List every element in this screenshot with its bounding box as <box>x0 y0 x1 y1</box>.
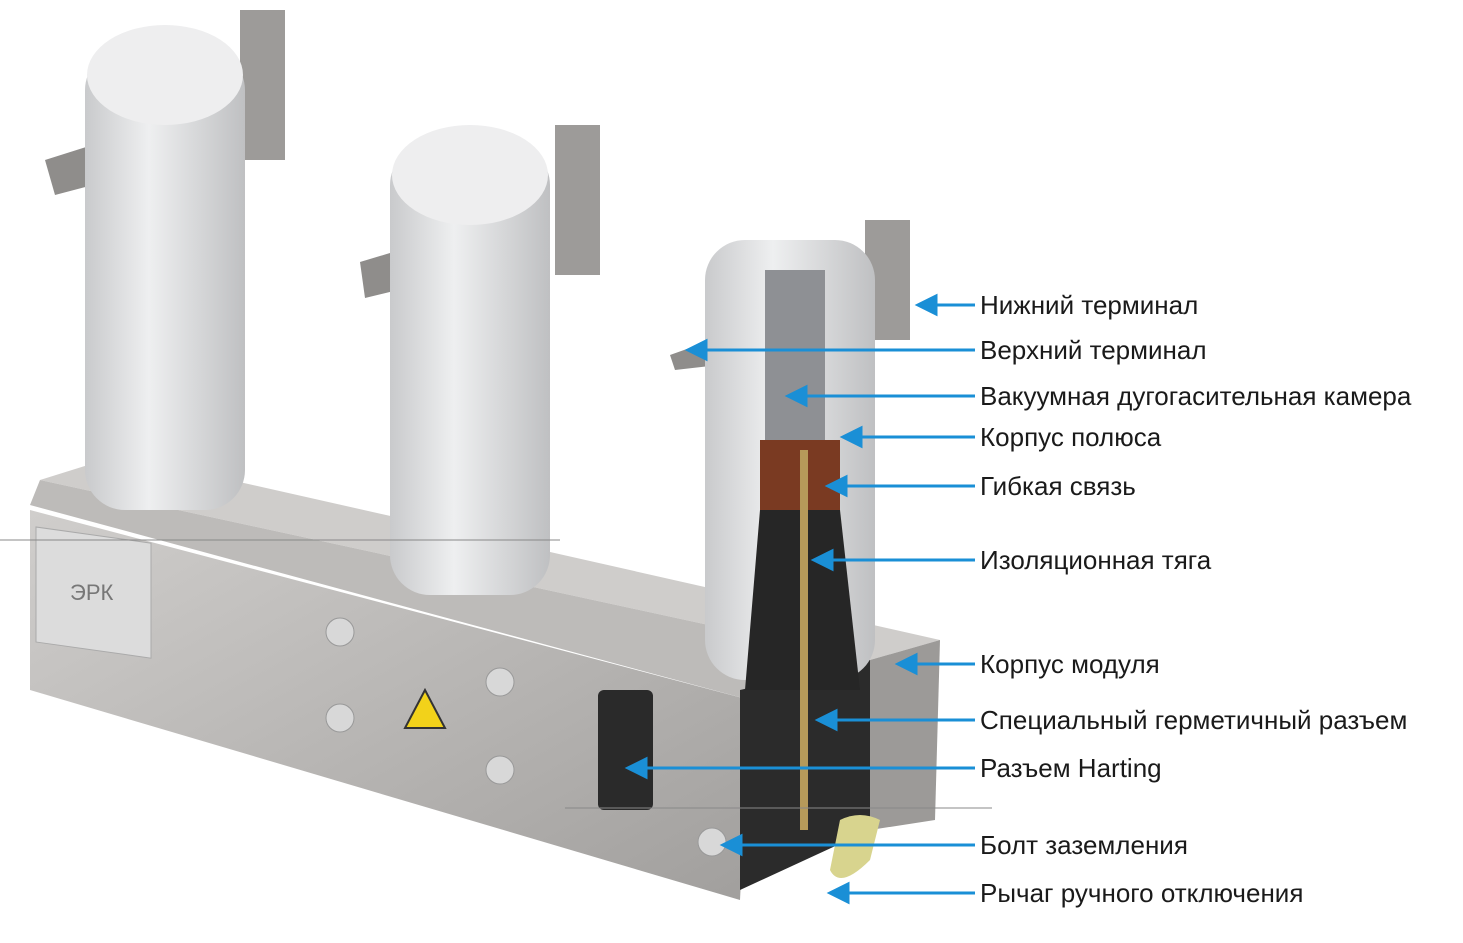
grounding-bolt-shape <box>697 827 727 857</box>
callout-arrows <box>624 293 975 905</box>
pole-2 <box>360 125 600 595</box>
label-grounding-bolt: Болт заземления <box>980 830 1188 860</box>
arrow-insulating-rod <box>810 548 975 572</box>
arrow-manual-trip-lever <box>826 881 975 905</box>
arrow-vacuum-interrupter <box>784 384 975 408</box>
arrow-sealed-connector <box>814 708 975 732</box>
label-sealed-connector: Специальный герметичный разъем <box>980 705 1408 735</box>
arrow-harting-connector <box>624 756 975 780</box>
harting-connector-shape <box>598 690 653 810</box>
pole-1 <box>45 10 285 510</box>
arrow-lower-terminal <box>914 293 975 317</box>
arrow-pole-housing <box>839 425 975 449</box>
arrow-upper-terminal <box>684 338 975 362</box>
label-flexible-connector: Гибкая связь <box>980 471 1136 501</box>
high-voltage-warning-icon <box>403 687 447 729</box>
label-module-housing: Корпус модуля <box>980 649 1160 679</box>
label-pole-housing: Корпус полюса <box>980 422 1162 452</box>
label-insulating-rod: Изоляционная тяга <box>980 545 1212 575</box>
arrow-flexible-connector <box>824 474 975 498</box>
label-manual-trip-lever: Рычаг ручного отключения <box>980 878 1304 908</box>
label-harting-connector: Разъем Harting <box>980 753 1162 783</box>
label-upper-terminal: Верхний терминал <box>980 335 1207 365</box>
arrow-grounding-bolt <box>719 833 975 857</box>
label-vacuum-interrupter: Вакуумная дугогасительная камера <box>980 381 1412 411</box>
logo: ЭРК <box>70 580 113 605</box>
arrow-module-housing <box>894 652 975 676</box>
label-lower-terminal: Нижний терминал <box>980 290 1199 320</box>
